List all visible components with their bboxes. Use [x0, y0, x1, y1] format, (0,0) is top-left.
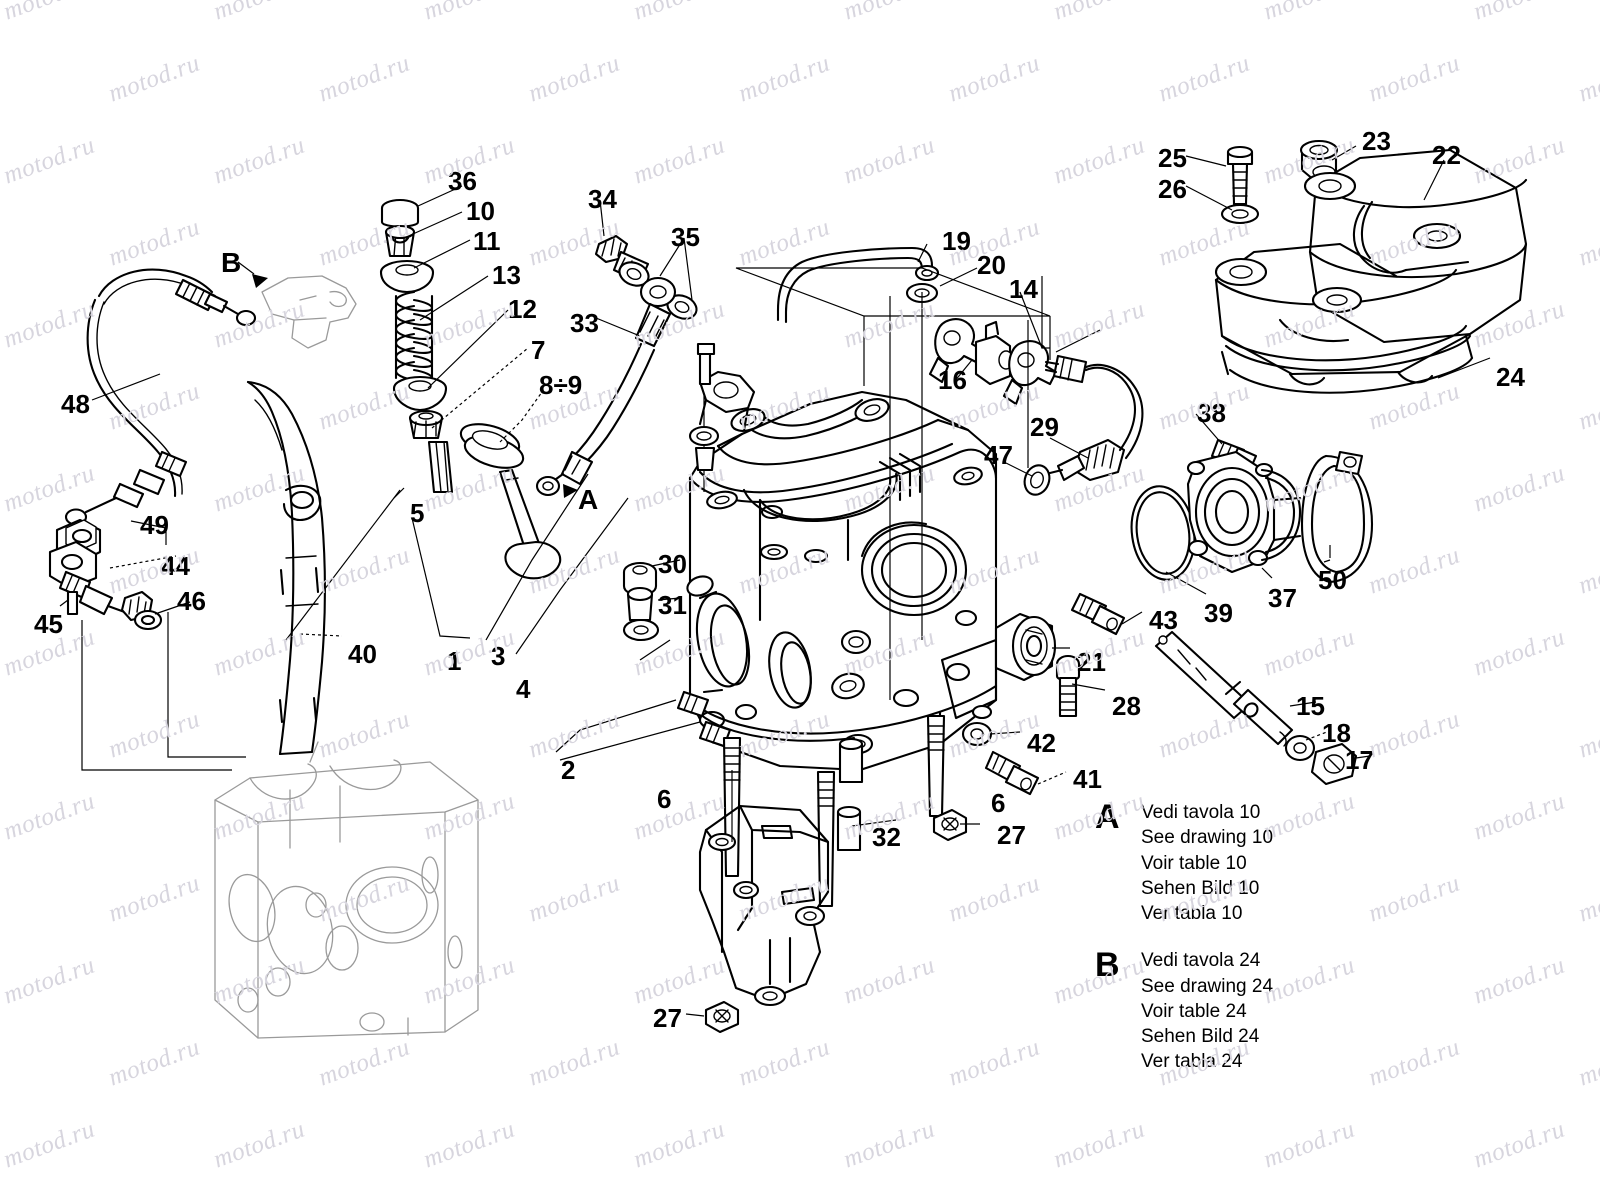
legend-line: Sehen Bild 24: [1141, 1026, 1260, 1048]
callout-32: 32: [872, 822, 901, 852]
part-13-valve-spring: [394, 290, 434, 382]
reference-marker-b: B: [221, 247, 242, 278]
callout-45: 45: [34, 609, 63, 639]
callout-10: 10: [466, 196, 495, 226]
reference-marker-a: A: [578, 484, 599, 515]
callout-33: 33: [570, 308, 599, 338]
legend-line: See drawing 24: [1141, 975, 1274, 997]
callout-2: 2: [561, 755, 576, 785]
callout-34: 34: [588, 184, 617, 214]
callout-17: 17: [1345, 745, 1374, 775]
part-40-chain-guide: [246, 380, 343, 756]
leader-lines-ghost: [81, 612, 246, 771]
legend-entry-b: B Vedi tavola 24 See drawing 24 Voir table …: [1095, 948, 1273, 1074]
legend-line: Ver tabla 10: [1141, 903, 1243, 925]
callout-48: 48: [61, 389, 90, 419]
callout-6-right: 6: [991, 788, 1006, 818]
part-22-valve-cover: [1185, 139, 1528, 394]
part-cylinder-head-casting: [622, 296, 1029, 772]
callout-35: 35: [671, 222, 700, 252]
callout-41: 41: [1073, 764, 1102, 794]
callout-7: 7: [531, 335, 546, 365]
part-49-44-45-46-decompressor: [48, 518, 191, 631]
callout-25: 25: [1158, 143, 1187, 173]
callout-29: 29: [1030, 412, 1059, 442]
callout-13: 13: [492, 260, 521, 290]
callout-16: 16: [938, 365, 967, 395]
legend-line: Sehen Bild 10: [1141, 877, 1260, 899]
part-valve-stack: [379, 185, 562, 580]
callout-12: 12: [508, 294, 537, 324]
callout-46: 46: [177, 586, 206, 616]
callout-42: 42: [1027, 728, 1056, 758]
legend: A Vedi tavola 10 See drawing 10 Voir table …: [1095, 800, 1273, 1097]
part-21-bearing-and-fasteners: [961, 592, 1143, 796]
callout-1: 1: [447, 646, 462, 676]
legend-letter: A: [1095, 798, 1120, 836]
ghost-assembled-head: [214, 741, 479, 1039]
callout-36: 36: [448, 166, 477, 196]
callout-27-bottom: 27: [653, 1003, 682, 1033]
callout-50: 50: [1318, 565, 1347, 595]
part-14-16-rocker-arms: [928, 276, 1058, 406]
legend-line: Voir table 10: [1141, 852, 1247, 874]
callout-40: 40: [348, 639, 377, 669]
legend-line: Voir table 24: [1141, 1000, 1247, 1022]
part-37-39-50-intake-flange: [1130, 413, 1374, 595]
callout-30: 30: [658, 549, 687, 579]
part-b-reference-bracket: [237, 261, 357, 349]
callout-27-top: 27: [997, 820, 1026, 850]
legend-text-lines: Vedi tavola 10 See drawing 10 Voir table 1…: [1141, 800, 1273, 926]
callout-37: 37: [1268, 583, 1297, 613]
part-15-camshaft: [1154, 630, 1371, 786]
callout-39: 39: [1204, 598, 1233, 628]
legend-text-lines: Vedi tavola 24 See drawing 24 Voir table 2…: [1141, 948, 1273, 1074]
part-6-32-screws-studs: [676, 690, 980, 1034]
callout-44: 44: [161, 551, 190, 581]
callout-11: 11: [473, 226, 501, 256]
callout-26: 26: [1158, 174, 1187, 204]
callout-5: 5: [410, 498, 425, 528]
part-19-20-oil-pipe: [735, 243, 1051, 640]
callout-18: 18: [1322, 718, 1351, 748]
legend-entry-a: A Vedi tavola 10 See drawing 10 Voir table …: [1095, 800, 1273, 926]
legend-letter: B: [1095, 946, 1120, 985]
callout-38: 38: [1197, 398, 1226, 428]
callout-31: 31: [658, 590, 687, 620]
legend-line: Vedi tavola 24: [1141, 950, 1261, 972]
callout-24: 24: [1496, 362, 1525, 392]
callout-20: 20: [977, 250, 1006, 280]
callout-3: 3: [491, 641, 506, 671]
callout-47: 47: [984, 440, 1013, 470]
part-lower-mounting-bracket: [698, 770, 830, 1007]
callout-28: 28: [1112, 691, 1141, 721]
part-48-cable-assembly: [64, 268, 257, 526]
callout-22: 22: [1432, 140, 1461, 170]
callout-19: 19: [942, 226, 971, 256]
callout-23: 23: [1362, 126, 1391, 156]
callout-15: 15: [1296, 691, 1325, 721]
legend-line: Vedi tavola 10: [1141, 802, 1261, 823]
construction-leader-lines: [285, 316, 1101, 761]
callout-8-9: 8÷9: [539, 370, 583, 400]
part-33-34-35-oil-line: [535, 199, 698, 498]
legend-line: Ver tabla 24: [1141, 1051, 1243, 1073]
callout-14: 14: [1009, 274, 1038, 304]
callout-6-left: 6: [657, 784, 672, 814]
part-29-47-temperature-sensor: [1003, 354, 1144, 496]
callout-21: 21: [1077, 647, 1106, 677]
legend-line: See drawing 10: [1141, 827, 1274, 849]
callout-4: 4: [516, 674, 531, 704]
callout-43: 43: [1149, 605, 1178, 635]
callout-49: 49: [140, 510, 169, 540]
